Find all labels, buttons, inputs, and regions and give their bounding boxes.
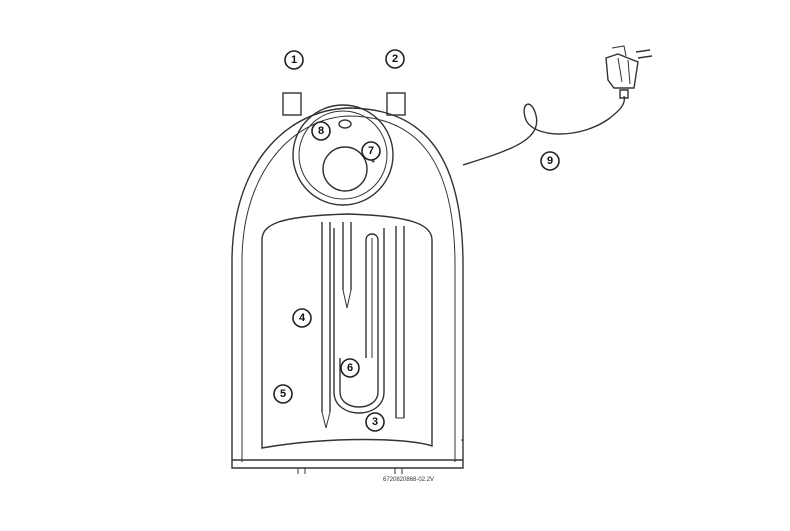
callout-2-label: 2 <box>392 53 398 65</box>
callout-7-label: 7 <box>368 145 374 157</box>
internal-pipes <box>321 222 405 429</box>
reference-code: 6720820868-02.2V <box>383 477 434 483</box>
callout-6-label: 6 <box>347 362 353 374</box>
callout-5-label: 5 <box>280 388 286 400</box>
callout-8: 8 <box>311 121 331 141</box>
callout-6: 6 <box>340 358 360 378</box>
callout-3: 3 <box>365 412 385 432</box>
callout-2: 2 <box>385 49 405 69</box>
callout-3-label: 3 <box>372 416 378 428</box>
pipe-connections <box>282 92 406 116</box>
callout-7: 7 <box>361 141 381 161</box>
callout-9: 9 <box>540 151 560 171</box>
heater-body <box>231 107 464 469</box>
callout-4: 4 <box>292 308 312 328</box>
callout-4-label: 4 <box>299 312 306 324</box>
callout-5: 5 <box>273 384 293 404</box>
control-knob <box>322 146 368 192</box>
power-plug <box>605 45 653 99</box>
power-cord <box>462 95 626 166</box>
callout-8-label: 8 <box>318 125 324 137</box>
thermostat-control <box>292 104 394 206</box>
heater-body-inner-edge <box>241 115 456 462</box>
callout-1-label: 1 <box>291 54 297 66</box>
callout-1: 1 <box>284 50 304 70</box>
tank-window <box>261 213 433 449</box>
callout-9-label: 9 <box>547 155 553 167</box>
